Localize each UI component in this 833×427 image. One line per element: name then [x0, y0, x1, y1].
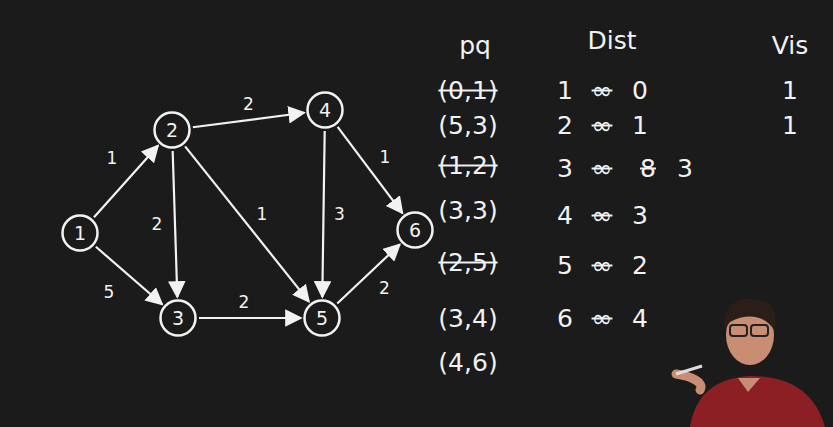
table-cell: 1 [782, 113, 798, 138]
table-cell: (3,3) [438, 198, 497, 223]
weighted-arrow [199, 317, 301, 319]
vertex-number: 1 [74, 224, 86, 243]
weighted-arrow [338, 127, 403, 213]
table-cell: 3 [557, 156, 573, 181]
table-cell: 8 [640, 156, 656, 181]
table-cell: 1 [782, 78, 798, 103]
vertex-number: 4 [319, 101, 331, 120]
table-cell: 5 [557, 253, 573, 278]
table-cell: ∞ [592, 203, 613, 228]
graph-vertex: 6 [396, 211, 434, 249]
table-cell: (1,2) [438, 153, 497, 178]
vertex-number: 6 [409, 221, 421, 240]
weighted-arrow [193, 113, 304, 128]
edge-weight: 2 [240, 95, 257, 114]
table-cell: ∞ [592, 306, 613, 331]
table-cell: ∞ [592, 156, 613, 181]
table-cell: 6 [557, 306, 573, 331]
table-cell: 1 [557, 78, 573, 103]
table-cell: (2,5) [438, 250, 497, 275]
graph-vertex: 3 [159, 299, 197, 337]
vertex-number: 5 [316, 309, 328, 328]
edge-weight: 2 [149, 215, 166, 234]
table-cell: (0,1) [438, 78, 497, 103]
weighted-arrow [185, 146, 309, 301]
vertex-number: 3 [172, 309, 184, 328]
weighted-arrow [322, 131, 324, 297]
table-cell: 4 [632, 306, 648, 331]
graph-vertex: 5 [303, 299, 341, 337]
weighted-arrow [173, 151, 178, 297]
weighted-arrow [96, 247, 162, 304]
table-cell: 2 [632, 253, 648, 278]
edge-weight: 1 [254, 205, 271, 224]
table-cell: ∞ [592, 253, 613, 278]
edge-weight: 5 [101, 282, 118, 301]
table-cell: 3 [632, 203, 648, 228]
edge-weight: 2 [236, 293, 253, 312]
table-header: Dist [587, 28, 636, 53]
table-cell: (4,6) [438, 350, 497, 375]
presenter [676, 299, 825, 427]
edge-weight: 3 [331, 205, 348, 224]
graph-vertex: 2 [153, 111, 191, 149]
table-cell: 2 [557, 113, 573, 138]
weighted-arrow [94, 146, 158, 218]
table-cell: ∞ [592, 113, 613, 138]
table-cell: 4 [557, 203, 573, 228]
table-header: Vis [772, 33, 809, 58]
table-header: pq [459, 33, 491, 58]
graph-vertex: 4 [306, 91, 344, 129]
edge-weight: 2 [376, 279, 393, 298]
edge-weight: 1 [104, 148, 121, 167]
table-cell: 1 [632, 113, 648, 138]
edge-weight: 1 [377, 148, 394, 167]
table-cell: 3 [677, 156, 693, 181]
table-cell: (5,3) [438, 113, 497, 138]
table-cell: (3,4) [438, 306, 497, 331]
table-cell: ∞ [592, 78, 613, 103]
weighted-arrow [337, 244, 399, 303]
vertex-number: 2 [166, 121, 178, 140]
table-cell: 0 [632, 78, 648, 103]
graph-vertex: 1 [61, 214, 99, 252]
